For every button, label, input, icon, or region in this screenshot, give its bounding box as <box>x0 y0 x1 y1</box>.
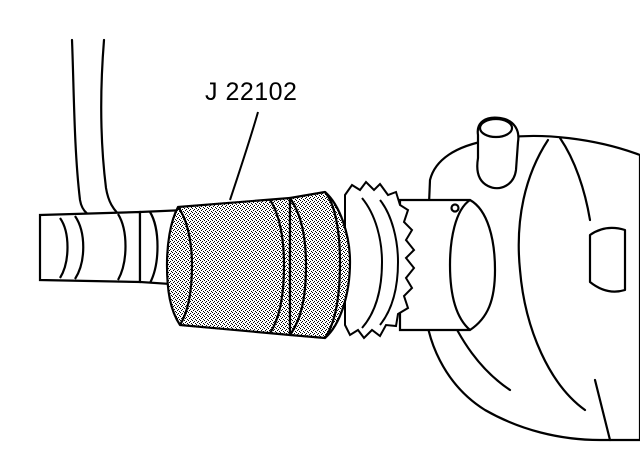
tool-handle <box>70 38 129 222</box>
installer-tool-body <box>165 190 352 340</box>
crankshaft-boss <box>476 116 520 190</box>
tool-shaft <box>38 208 187 287</box>
crankshaft-sprocket <box>344 180 416 340</box>
crankshaft-nose <box>398 198 497 332</box>
tool-callout-label: J 22102 <box>205 78 298 106</box>
callout-leader-line <box>229 111 259 201</box>
